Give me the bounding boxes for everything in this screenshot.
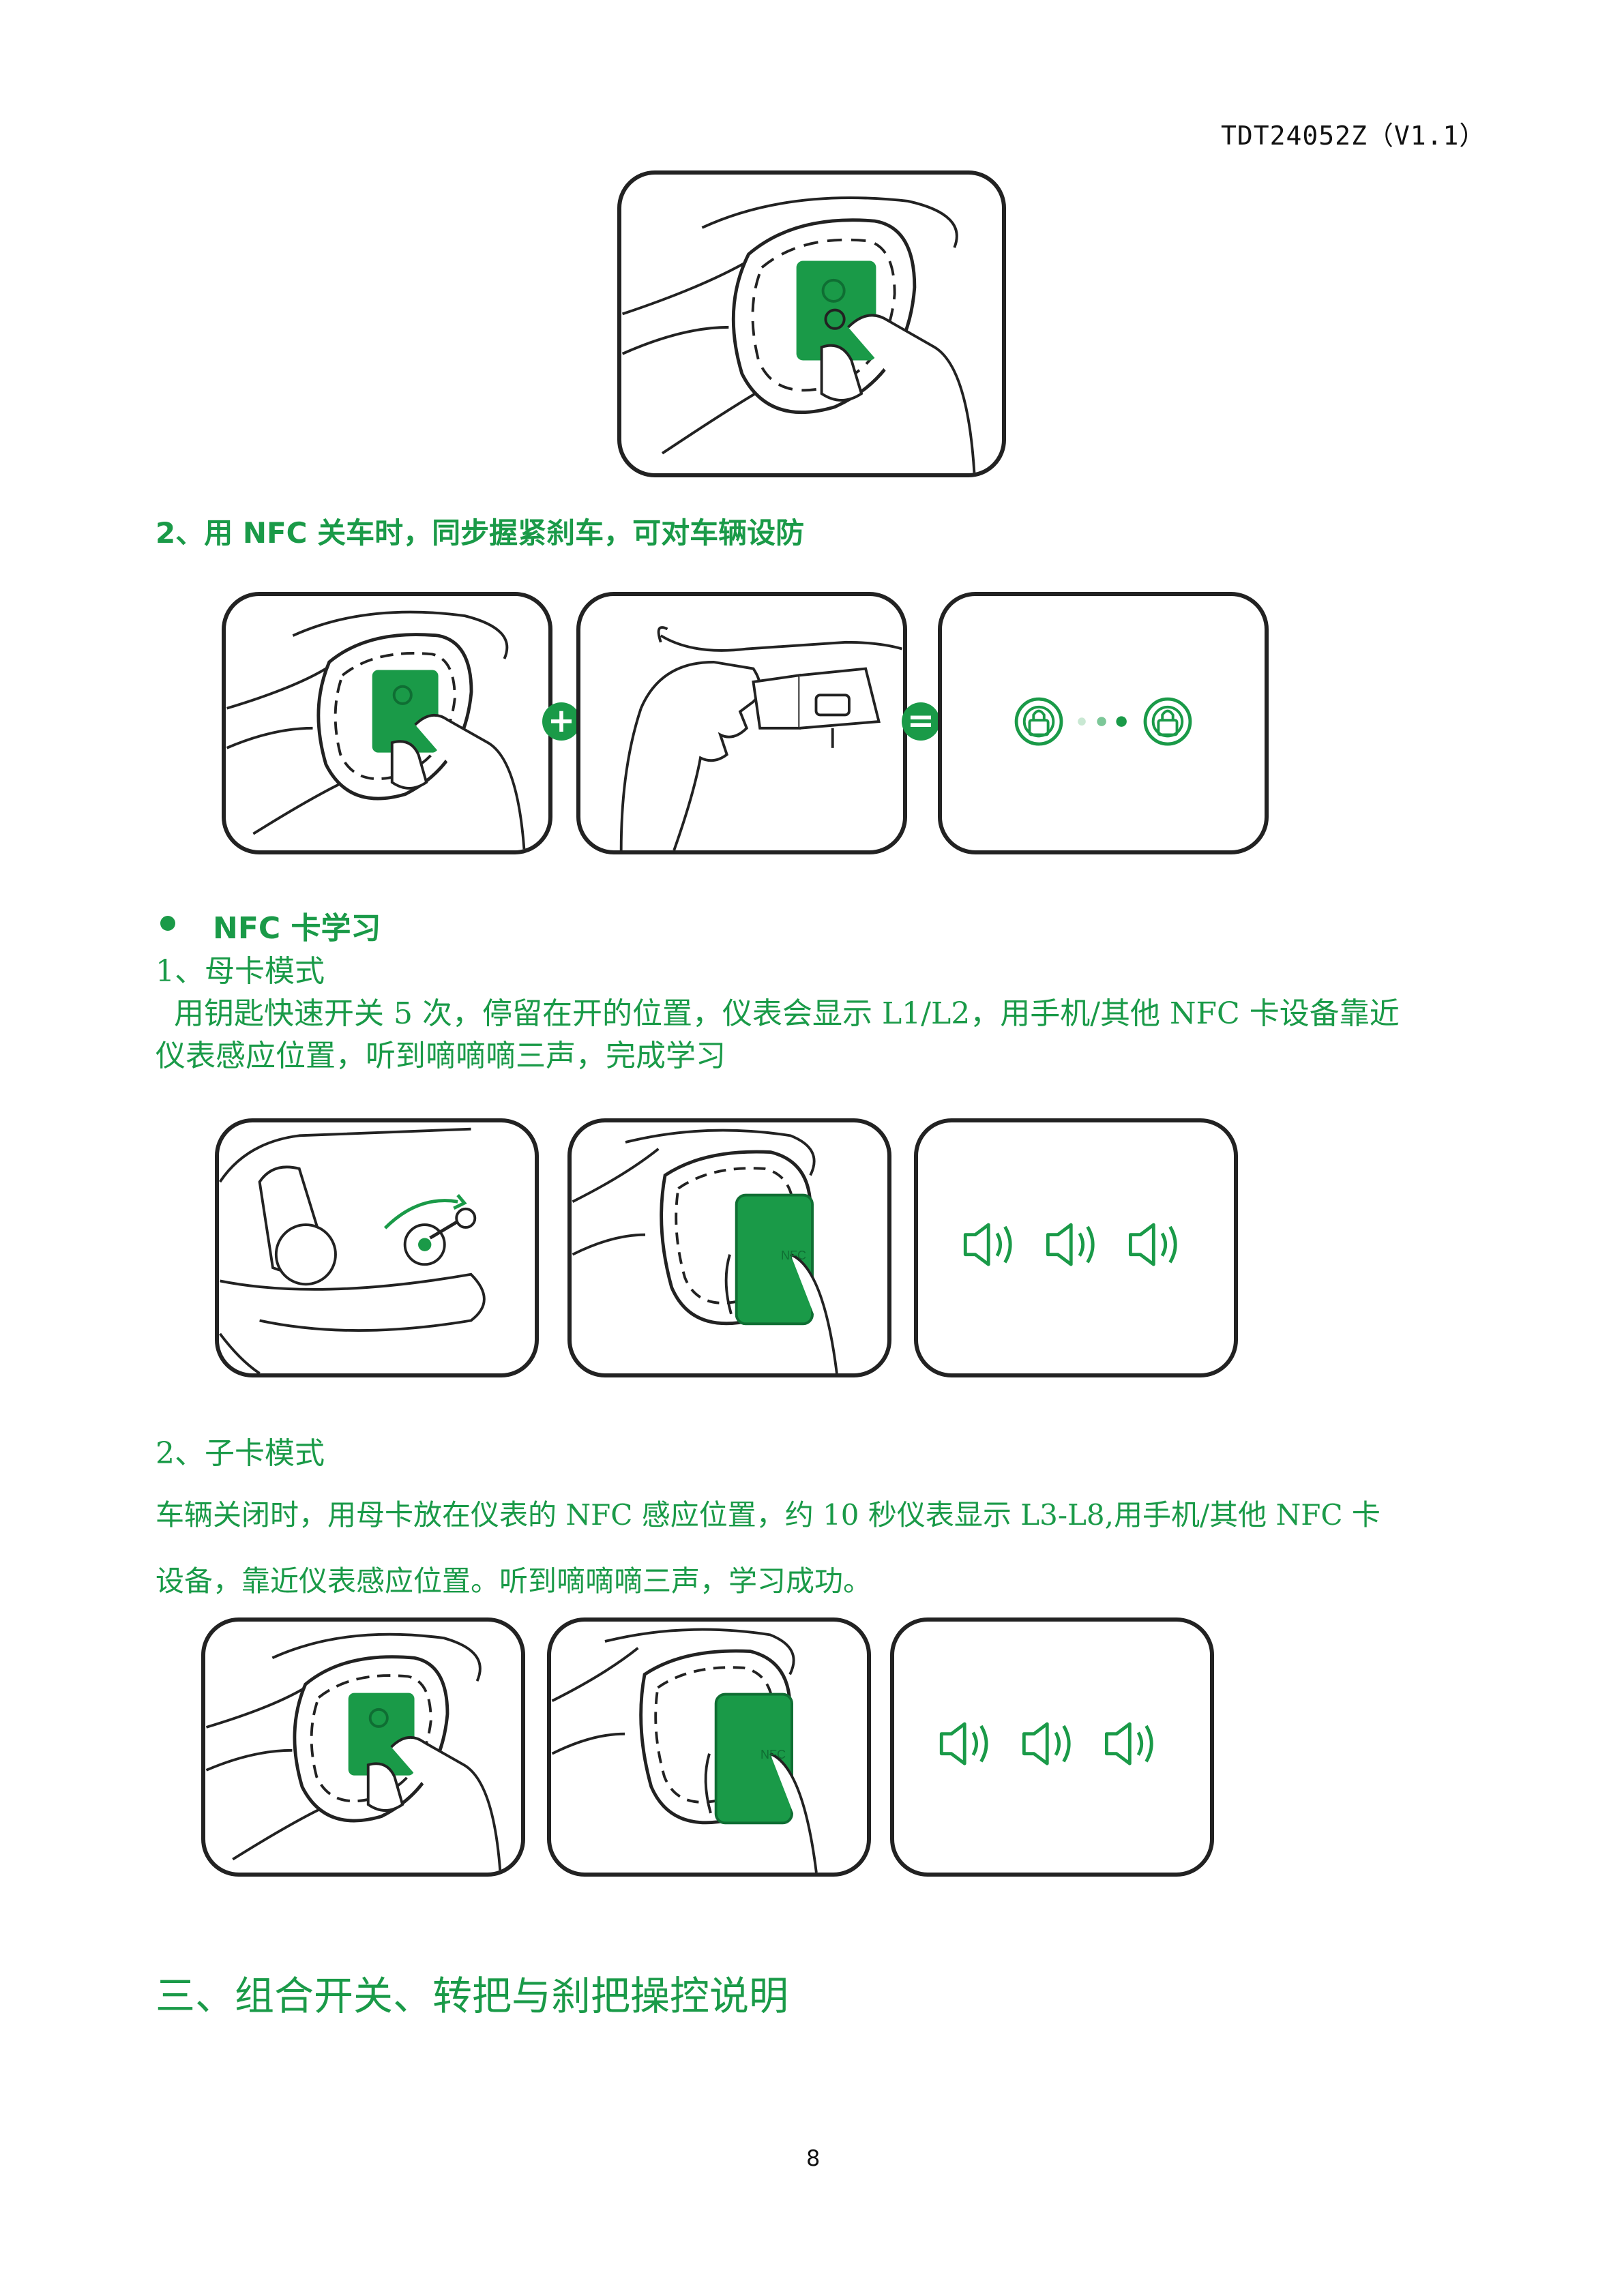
step2-title: 2、用 NFC 关车时，同步握紧刹车，可对车辆设防 [156, 516, 805, 550]
key-switch-drawing [219, 1127, 486, 1373]
bullet-dot [160, 916, 175, 931]
illustration-card-tap [222, 592, 552, 854]
illustration-beep-sounds [914, 1118, 1238, 1377]
brake-grip-drawing [619, 626, 902, 850]
page-number: 8 [806, 2145, 821, 2171]
illustration-key-switch [215, 1118, 539, 1377]
equals-icon: = [902, 702, 940, 741]
illustration-brake-grip [576, 592, 907, 854]
card-tap-drawing [226, 610, 526, 850]
mother-card-title: 1、母卡模式 [156, 946, 325, 990]
lock-result-drawing [1014, 697, 1192, 746]
mother-card-title-text: 1、母卡模式 [156, 954, 325, 989]
card-tap-drawing [205, 1632, 502, 1873]
mother-card-line2: 仪表感应位置，听到嘀嘀嘀三声，完成学习 [156, 1039, 726, 1073]
child-card-line1: 车辆关闭时，用母卡放在仪表的 NFC 感应位置，约 10 秒仪表显示 L3-L8… [156, 1498, 1381, 1532]
phone-tap-drawing [551, 1628, 818, 1873]
phone-nfc-label: NFC [761, 1748, 786, 1761]
phone-nfc-label: NFC [781, 1249, 806, 1262]
beep-sounds-drawing [939, 1722, 1153, 1765]
document-code: TDT24052Z（V1.1） [1221, 121, 1486, 151]
speaker-icon [1046, 1223, 1095, 1266]
illustration-card-tap-child [201, 1617, 525, 1877]
lock-closed-icon [1143, 697, 1192, 746]
lock-open-icon [1014, 697, 1063, 746]
section3-title: 三、组合开关、转把与刹把操控说明 [156, 1973, 789, 2019]
speaker-icon [1022, 1722, 1071, 1765]
illustration-card-tap-top [617, 170, 1006, 477]
speaker-icon [963, 1223, 1012, 1266]
illustration-phone-tap: NFC [567, 1118, 891, 1377]
speaker-icon [1104, 1722, 1153, 1765]
illustration-phone-tap-child: NFC [547, 1617, 871, 1877]
beep-sounds-drawing [963, 1223, 1177, 1266]
speaker-icon [1128, 1223, 1177, 1266]
phone-tap-drawing [572, 1129, 838, 1373]
plus-icon: + [542, 702, 580, 741]
nfc-learning-heading: NFC 卡学习 [213, 911, 381, 946]
speaker-icon [939, 1722, 988, 1765]
child-card-line2: 设备，靠近仪表感应位置。听到嘀嘀嘀三声，学习成功。 [156, 1564, 872, 1598]
child-card-title: 2、子卡模式 [156, 1436, 325, 1471]
illustration-lock-result [938, 592, 1269, 854]
illustration-beep-sounds-child [890, 1617, 1214, 1877]
card-tap-drawing [621, 196, 976, 473]
mother-card-line1: 用钥匙快速开关 5 次，停留在开的位置，仪表会显示 L1/L2，用手机/其他 N… [174, 996, 1400, 1031]
